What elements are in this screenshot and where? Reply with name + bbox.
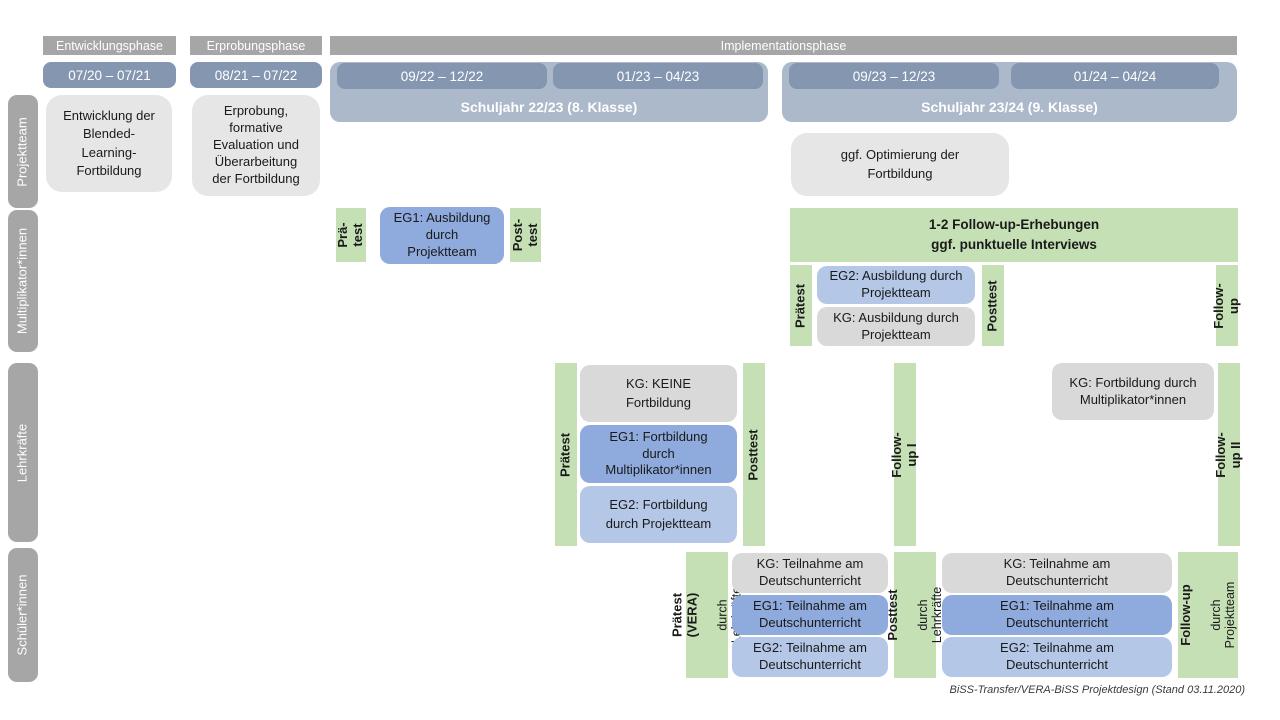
- box-erprobung-evaluation: Erprobung, formative Evaluation und Über…: [192, 95, 320, 196]
- box-kg-teilnahme-1-text: KG: Teilnahme am Deutschunterricht: [756, 556, 864, 588]
- row-label-lehrkraefte: Lehrkräfte: [8, 363, 38, 542]
- footer-caption: BiSS-Transfer/VERA-BiSS Projektdesign (S…: [949, 684, 1245, 696]
- box-kg-teilnahme-2-text: KG: Teilnahme am Deutschunterricht: [1003, 556, 1111, 588]
- bar-posttest-multiplikatoren-2-text: Posttest: [984, 279, 1000, 332]
- bar-posttest-schueler-sub-text: durch Lehrkräfte: [915, 586, 944, 644]
- bar-followup1-lehrkraefte-text: Follow-up I: [889, 431, 919, 478]
- bar-praetest-vera-schueler: Prätest (VERA) durch Lehrkräfte: [669, 552, 743, 678]
- box-eg1-fortbildung-multiplikatoren: EG1: Fortbildung durch Multiplikator*inn…: [580, 425, 737, 483]
- bar-posttest-schueler: Posttest durch Lehrkräfte: [885, 552, 944, 678]
- date-range-0123-0423: 01/23 – 04/23: [553, 63, 763, 89]
- box-eg1-teilnahme-2-text: EG1: Teilnahme am Deutschunterricht: [1000, 598, 1114, 630]
- bar-followup-multiplikatoren-text: Follow-up: [1211, 282, 1241, 329]
- box-optimierung-text: ggf. Optimierung der Fortbildung: [840, 147, 960, 181]
- box-eg1-ausbildung-projektteam: EG1: Ausbildung durch Projektteam: [380, 207, 504, 264]
- row-label-schueler: Schüler*innen: [8, 548, 38, 682]
- bar-followup-schueler: Follow-up durch Projektteam: [1178, 552, 1238, 678]
- row-label-schueler-text: Schüler*innen: [14, 574, 30, 656]
- box-eg2-fortbildung-text: EG2: Fortbildung durch Projektteam: [605, 497, 712, 531]
- bar-posttest-multiplikatoren-2: Posttest: [982, 265, 1004, 346]
- box-eg2-teilnahme-1: EG2: Teilnahme am Deutschunterricht: [732, 637, 888, 677]
- bar-posttest-schueler-main-text: Posttest: [884, 589, 900, 641]
- bar-followup1-lehrkraefte: Follow-up I: [889, 363, 919, 546]
- bar-followup-schueler-sub-text: durch Projektteam: [1208, 581, 1237, 649]
- bar-praetest-multiplikatoren-1: Prä- test: [335, 208, 366, 262]
- box-entwicklung-fortbildung: Entwicklung der Blended- Learning- Fortb…: [46, 95, 172, 192]
- box-eg2-teilnahme-2-text: EG2: Teilnahme am Deutschunterricht: [1000, 640, 1114, 672]
- box-eg1-fortbildung-text: EG1: Fortbildung durch Multiplikator*inn…: [605, 428, 712, 478]
- date-range-0922-1222: 09/22 – 12/22: [337, 63, 547, 89]
- row-label-projektteam: Projektteam: [8, 95, 38, 208]
- bar-followup-schueler-main-text: Follow-up: [1177, 584, 1193, 646]
- date-range-0720-0721: 07/20 – 07/21: [43, 62, 176, 88]
- bar-followup2-lehrkraefte-text: Follow-up II: [1213, 431, 1243, 478]
- phase-bar-implementationsphase: Implementationsphase: [330, 36, 1237, 55]
- schoolyear-label-23-24: Schuljahr 23/24 (9. Klasse): [921, 99, 1098, 115]
- box-followup-erhebungen-text: 1-2 Follow-up-Erhebungen ggf. punktuelle…: [928, 216, 1100, 252]
- bar-praetest-vera-main-text: Prätest (VERA): [669, 592, 700, 638]
- bar-praetest-lehrkraefte-text: Prätest: [557, 432, 573, 477]
- bar-posttest-lehrkraefte: Posttest: [743, 363, 765, 546]
- box-eg2-fortbildung-projektteam: EG2: Fortbildung durch Projektteam: [580, 486, 737, 543]
- row-label-projektteam-text: Projektteam: [14, 116, 30, 187]
- box-erprobung-text: Erprobung, formative Evaluation und Über…: [212, 103, 300, 186]
- box-eg1-ausbildung-text: EG1: Ausbildung durch Projektteam: [393, 210, 491, 259]
- box-eg1-teilnahme-2: EG1: Teilnahme am Deutschunterricht: [942, 595, 1172, 635]
- bar-followup2-lehrkraefte: Follow-up II: [1213, 363, 1243, 546]
- box-kg-keine-fortbildung-text: KG: KEINE Fortbildung: [625, 376, 692, 410]
- box-eg2-teilnahme-1-text: EG2: Teilnahme am Deutschunterricht: [753, 640, 867, 672]
- box-kg-teilnahme-2: KG: Teilnahme am Deutschunterricht: [942, 553, 1172, 593]
- row-label-lehrkraefte-text: Lehrkräfte: [14, 423, 30, 482]
- date-range-0923-1223: 09/23 – 12/23: [789, 63, 999, 89]
- box-followup-erhebungen: 1-2 Follow-up-Erhebungen ggf. punktuelle…: [790, 208, 1238, 262]
- box-kg-fortbildung-text: KG: Fortbildung durch Multiplikator*inne…: [1069, 374, 1197, 407]
- box-optimierung-fortbildung: ggf. Optimierung der Fortbildung: [791, 133, 1009, 196]
- bar-praetest-lehrkraefte: Prätest: [555, 363, 577, 546]
- bar-praetest-multiplikatoren-2-text: Prätest: [792, 283, 808, 328]
- row-label-multiplikatoren-text: Multiplikator*innen: [14, 227, 30, 335]
- bar-followup-multiplikatoren: Follow-up: [1211, 265, 1241, 346]
- row-label-multiplikatoren: Multiplikator*innen: [8, 210, 38, 352]
- box-kg-keine-fortbildung: KG: KEINE Fortbildung: [580, 365, 737, 422]
- date-range-0821-0722: 08/21 – 07/22: [190, 62, 322, 88]
- bar-posttest-multiplikatoren-1-text: Post- test: [509, 218, 540, 252]
- box-eg2-ausbildung-text: EG2: Ausbildung durch Projektteam: [829, 268, 963, 300]
- bar-praetest-multiplikatoren-1-text: Prä- test: [335, 222, 365, 248]
- box-eg2-teilnahme-2: EG2: Teilnahme am Deutschunterricht: [942, 637, 1172, 677]
- box-eg1-teilnahme-1-text: EG1: Teilnahme am Deutschunterricht: [753, 598, 867, 630]
- box-kg-ausbildung-projektteam: KG: Ausbildung durch Projektteam: [817, 307, 975, 346]
- phase-bar-erprobungsphase: Erprobungsphase: [190, 36, 322, 55]
- phase-bar-entwicklungsphase: Entwicklungsphase: [43, 36, 176, 55]
- box-entwicklung-text: Entwicklung der Blended- Learning- Fortb…: [63, 108, 155, 178]
- box-kg-ausbildung-text: KG: Ausbildung durch Projektteam: [833, 309, 959, 342]
- schoolyear-label-22-23: Schuljahr 22/23 (8. Klasse): [460, 99, 638, 115]
- date-range-0124-0424: 01/24 – 04/24: [1011, 63, 1219, 89]
- box-eg2-ausbildung-projektteam: EG2: Ausbildung durch Projektteam: [817, 266, 975, 304]
- bar-posttest-lehrkraefte-text: Posttest: [745, 428, 761, 481]
- bar-praetest-multiplikatoren-2: Prätest: [790, 265, 812, 346]
- box-eg1-teilnahme-1: EG1: Teilnahme am Deutschunterricht: [732, 595, 888, 635]
- bar-posttest-multiplikatoren-1: Post- test: [510, 208, 541, 262]
- box-kg-fortbildung-multiplikatoren: KG: Fortbildung durch Multiplikator*inne…: [1052, 363, 1214, 420]
- box-kg-teilnahme-1: KG: Teilnahme am Deutschunterricht: [732, 553, 888, 593]
